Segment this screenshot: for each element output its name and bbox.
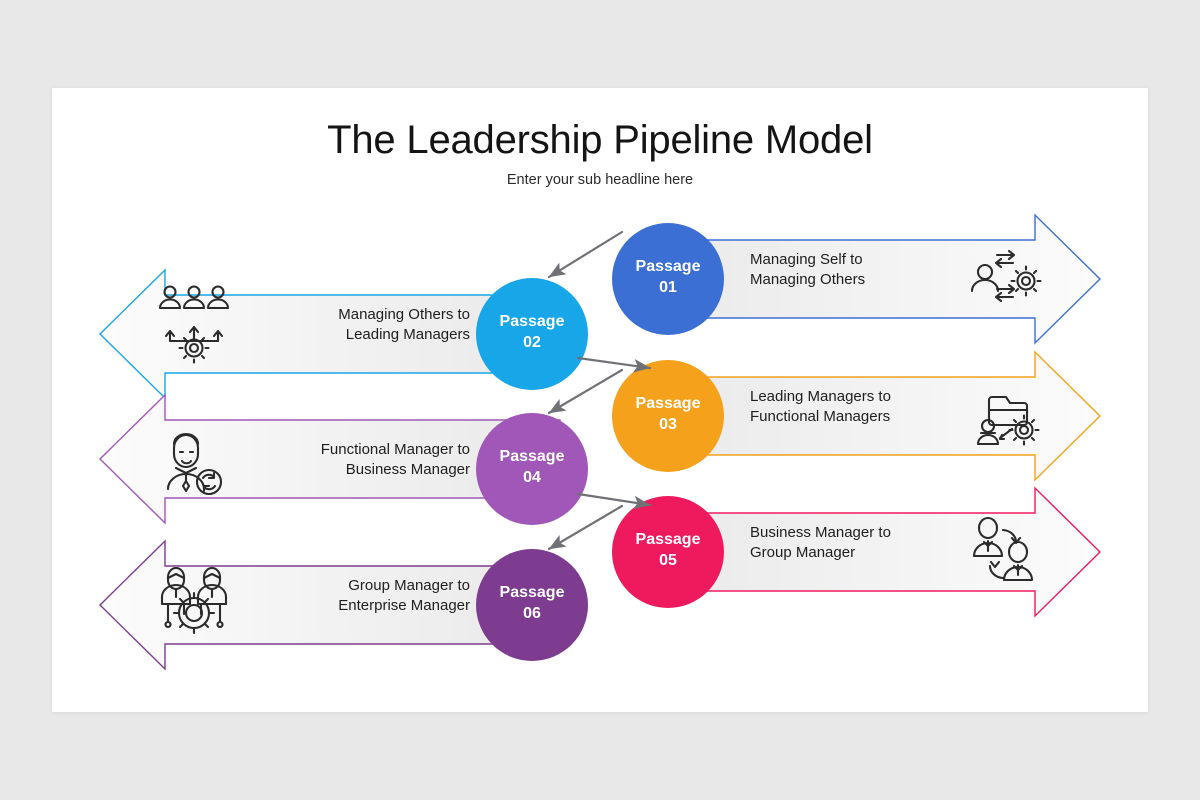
row-label-passage-05: Business Manager to Group Manager <box>750 524 891 561</box>
circle-passage-05[interactable] <box>612 496 724 608</box>
connector-03-04 <box>547 368 624 415</box>
connector-02-03 <box>576 356 652 373</box>
row-label-passage-03: Leading Managers to Functional Managers <box>750 388 891 425</box>
circle-label-passage-06: Passage 06 <box>499 584 565 622</box>
two-people-gear-icon <box>160 566 228 635</box>
row-passage-05[interactable] <box>612 486 1101 618</box>
row-passage-01[interactable] <box>612 213 1101 345</box>
row-passage-03[interactable] <box>612 350 1101 482</box>
circle-passage-04[interactable] <box>476 413 588 525</box>
connector-01-02 <box>547 230 624 279</box>
circle-passage-01[interactable] <box>612 223 724 335</box>
three-people-gear-icon <box>158 285 230 364</box>
page-title: The Leadership Pipeline Model <box>327 118 873 162</box>
circle-label-passage-03: Passage 03 <box>635 395 701 433</box>
circle-label-passage-04: Passage 04 <box>499 448 565 486</box>
person-gear-exchange-icon <box>970 249 1042 303</box>
row-passage-04[interactable] <box>99 393 588 525</box>
row-passage-02[interactable] <box>99 268 588 400</box>
row-label-passage-04: Functional Manager to Business Manager <box>320 441 470 478</box>
row-label-passage-01: Managing Self to Managing Others <box>750 251 866 288</box>
circle-passage-03[interactable] <box>612 360 724 472</box>
connector-04-05 <box>576 492 652 510</box>
circle-label-passage-02: Passage 02 <box>499 313 565 351</box>
page-subtitle: Enter your sub headline here <box>506 172 694 188</box>
circle-passage-02[interactable] <box>476 278 588 390</box>
row-label-passage-02: Managing Others to Leading Managers <box>338 306 470 343</box>
folder-person-gear-icon <box>976 395 1040 446</box>
connector-05-06 <box>547 504 624 551</box>
circle-passage-06[interactable] <box>476 549 588 661</box>
row-passage-06[interactable] <box>99 539 588 671</box>
person-refresh-icon <box>166 432 223 496</box>
row-label-passage-06: Group Manager to Enterprise Manager <box>338 577 470 614</box>
two-people-exchange-icon <box>972 516 1034 582</box>
circle-label-passage-05: Passage 05 <box>635 531 701 569</box>
circle-label-passage-01: Passage 01 <box>635 258 701 296</box>
